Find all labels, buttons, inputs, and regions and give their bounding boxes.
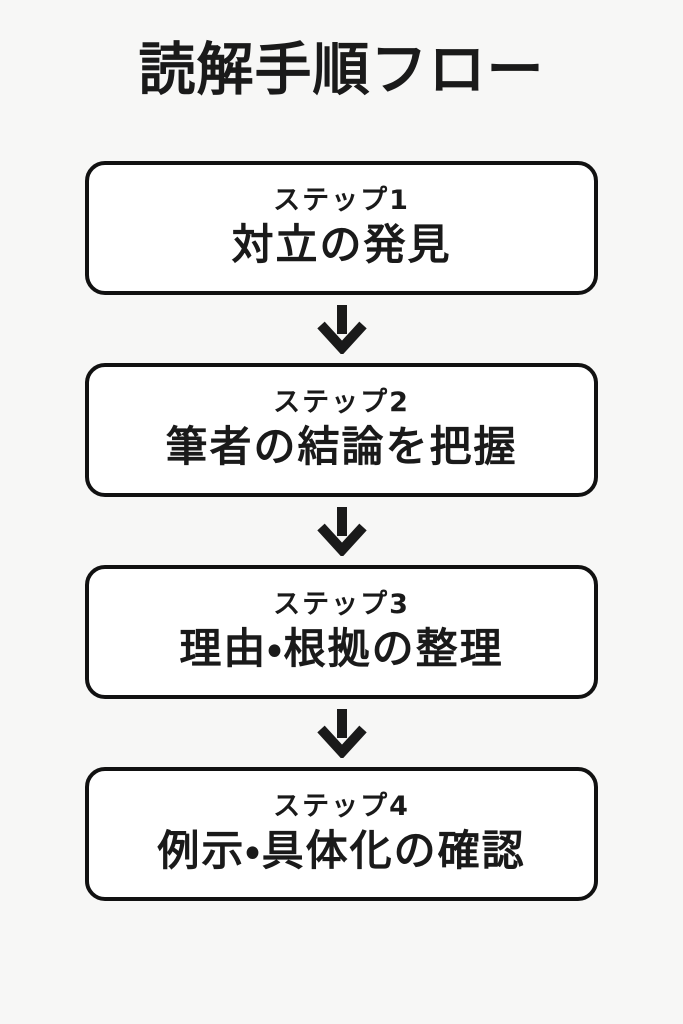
down-arrow-icon <box>85 497 598 565</box>
step-text: 対立の発見 <box>231 220 452 270</box>
down-arrow-icon <box>85 295 598 363</box>
step-text: 例示・具体化の確認 <box>157 826 526 876</box>
step-text: 理由・根拠の整理 <box>179 624 504 674</box>
step-label: ステップ2 <box>273 386 410 418</box>
down-arrow-icon <box>85 699 598 767</box>
page-title: 読解手順フロー <box>138 37 545 103</box>
step-label: ステップ1 <box>273 184 410 216</box>
step-label: ステップ3 <box>273 588 410 620</box>
step-text: 筆者の結論を把握 <box>165 422 518 472</box>
step-box-4: ステップ4 例示・具体化の確認 <box>85 766 598 901</box>
step-box-1: ステップ1 対立の発見 <box>85 160 598 295</box>
flow-diagram: ステップ1 対立の発見 ステップ2 筆者の結論を把握 ステップ3 理由・根拠の整… <box>85 160 598 901</box>
step-box-2: ステップ2 筆者の結論を把握 <box>85 362 598 497</box>
step-box-3: ステップ3 理由・根拠の整理 <box>85 564 598 699</box>
step-label: ステップ4 <box>273 790 410 822</box>
